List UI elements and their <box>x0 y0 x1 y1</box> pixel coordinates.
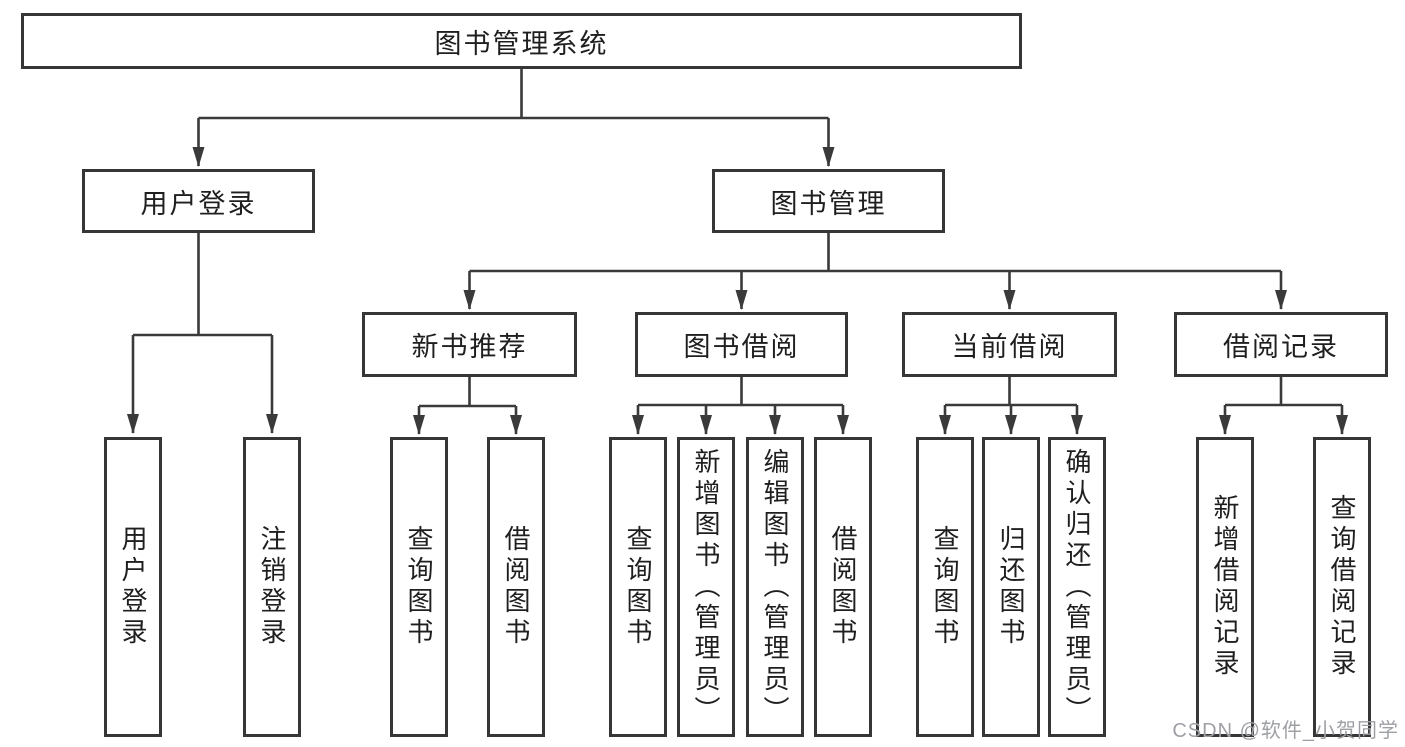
leaf-query-books-current: 查询图书 <box>916 437 974 737</box>
leaf-label: 编辑图书（管理员） <box>760 447 790 727</box>
leaf-confirm-return-admin: 确认归还（管理员） <box>1048 437 1106 737</box>
leaf-label: 归还图书 <box>996 525 1026 649</box>
node-book-borrowing: 图书借阅 <box>635 312 848 377</box>
leaf-borrow-books: 借阅图书 <box>814 437 872 737</box>
leaf-return-books: 归还图书 <box>982 437 1040 737</box>
node-label: 图书借阅 <box>683 332 800 362</box>
csdn-watermark: CSDN @软件_小贺同学 <box>1172 720 1399 742</box>
leaf-query-borrow-record: 查询借阅记录 <box>1313 437 1371 737</box>
node-user-login-module: 用户登录 <box>82 169 315 233</box>
node-label: 用户登录 <box>140 188 257 219</box>
leaf-logout: 注销登录 <box>243 437 301 737</box>
leaf-query-books-borrow: 查询图书 <box>609 437 667 737</box>
leaf-label: 借阅图书 <box>501 525 531 649</box>
leaf-label: 查询图书 <box>404 525 434 649</box>
node-label: 当前借阅 <box>951 332 1068 362</box>
leaf-add-books-admin: 新增图书（管理员） <box>677 437 735 737</box>
leaf-user-login: 用户登录 <box>104 437 162 737</box>
leaf-label: 查询图书 <box>623 525 653 649</box>
leaf-label: 新增图书（管理员） <box>691 447 721 727</box>
leaf-edit-books-admin: 编辑图书（管理员） <box>746 437 804 737</box>
leaf-label: 确认归还（管理员） <box>1062 447 1092 727</box>
node-label: 新书推荐 <box>411 332 528 362</box>
leaf-label: 注销登录 <box>257 525 287 649</box>
node-library-system: 图书管理系统 <box>21 13 1022 69</box>
leaf-label: 新增借阅记录 <box>1210 494 1240 680</box>
leaf-query-books-recommend: 查询图书 <box>390 437 448 737</box>
node-book-management-module: 图书管理 <box>712 169 945 233</box>
node-current-borrowing: 当前借阅 <box>902 312 1117 377</box>
leaf-add-borrow-record: 新增借阅记录 <box>1196 437 1254 737</box>
node-label: 借阅记录 <box>1223 332 1339 362</box>
leaf-label: 查询图书 <box>930 525 960 649</box>
leaf-borrow-books-recommend: 借阅图书 <box>487 437 545 737</box>
leaf-label: 借阅图书 <box>828 525 858 649</box>
leaf-label: 查询借阅记录 <box>1327 494 1357 680</box>
leaf-label: 用户登录 <box>118 525 148 649</box>
node-borrowing-records: 借阅记录 <box>1174 312 1388 377</box>
node-label: 图书管理系统 <box>434 28 609 59</box>
node-label: 图书管理 <box>770 188 887 219</box>
node-new-book-recommend: 新书推荐 <box>362 312 577 377</box>
